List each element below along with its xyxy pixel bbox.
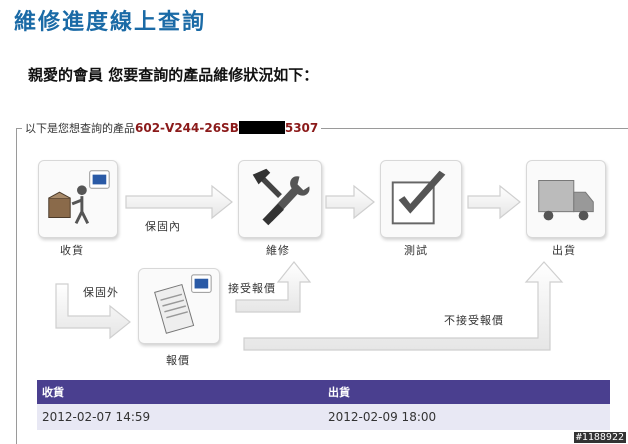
person-receiving-box-icon bbox=[48, 170, 110, 225]
redaction-bar bbox=[238, 121, 285, 134]
product-legend: 以下是您想查詢的產品602-V244-26SB 5307 bbox=[22, 120, 322, 136]
header-shipped: 出貨 bbox=[328, 386, 350, 399]
document-icon bbox=[154, 274, 212, 334]
step-receive bbox=[38, 160, 118, 238]
legend-prefix: 以下是您想查詢的產品 bbox=[25, 122, 135, 135]
arrow-repair-to-test bbox=[325, 184, 375, 220]
step-test-label: 測試 bbox=[404, 244, 428, 257]
step-repair bbox=[238, 160, 322, 238]
arrow-receive-to-repair bbox=[125, 184, 233, 220]
reject-quote-label: 不接受報價 bbox=[444, 314, 504, 327]
in-warranty-label: 保固內 bbox=[145, 220, 181, 233]
greeting-text: 親愛的會員 您要查詢的產品維修狀況如下： bbox=[28, 66, 319, 84]
checkmark-icon bbox=[391, 170, 446, 225]
hammer-wrench-icon bbox=[252, 168, 310, 226]
accept-quote-label: 接受報價 bbox=[228, 282, 276, 295]
status-fieldset bbox=[16, 128, 628, 444]
step-receive-label: 收貨 bbox=[60, 244, 84, 257]
table-header-row: 收貨 出貨 bbox=[37, 380, 610, 404]
step-test bbox=[380, 160, 462, 238]
out-of-warranty-label: 保固外 bbox=[83, 286, 119, 299]
page-title: 維修進度線上查詢 bbox=[14, 10, 207, 35]
header-received: 收貨 bbox=[42, 386, 64, 399]
product-id-end: 5307 bbox=[284, 121, 319, 135]
product-id-start: 602-V244-26SB bbox=[135, 121, 239, 135]
arrow-quote-to-repair bbox=[235, 261, 312, 313]
received-date: 2012-02-07 14:59 bbox=[42, 410, 151, 424]
step-ship-label: 出貨 bbox=[552, 244, 576, 257]
step-ship bbox=[526, 160, 606, 238]
arrow-quote-to-ship bbox=[243, 261, 564, 351]
arrow-test-to-ship bbox=[467, 184, 521, 220]
arrow-receive-to-quote bbox=[55, 283, 131, 340]
step-repair-label: 維修 bbox=[266, 244, 290, 257]
shipped-date: 2012-02-09 18:00 bbox=[328, 410, 437, 424]
step-quote bbox=[138, 268, 220, 344]
status-table: 收貨 出貨 2012-02-07 14:59 2012-02-09 18:00 bbox=[37, 380, 610, 430]
table-row: 2012-02-07 14:59 2012-02-09 18:00 bbox=[37, 404, 610, 430]
watermark: #1188922 bbox=[573, 432, 626, 443]
truck-icon bbox=[538, 180, 594, 221]
step-quote-label: 報價 bbox=[166, 354, 190, 367]
